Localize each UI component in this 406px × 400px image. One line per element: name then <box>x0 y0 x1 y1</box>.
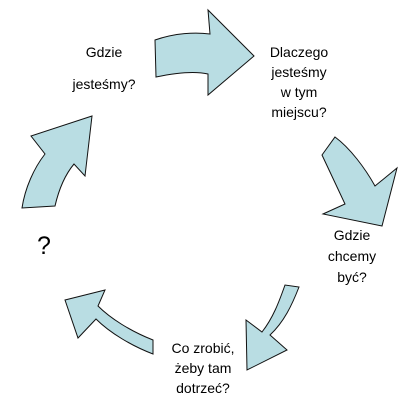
step-why-are-we-here-line-1: Dlaczego <box>270 44 329 60</box>
step-how-to-get-there-line-1: Co zrobić, <box>171 340 234 356</box>
cycle-arrow-left-top <box>21 115 93 209</box>
step-where-do-we-want-to-be-line-2: chcemy <box>328 248 376 264</box>
cycle-arrow-left-bottom <box>64 289 154 355</box>
unknown-step-question-mark: ? <box>37 232 51 260</box>
step-where-are-we: Gdzie jesteśmy? <box>71 44 135 92</box>
step-why-are-we-here-line-4: miejscu? <box>271 104 326 120</box>
step-where-are-we-line-2: jesteśmy? <box>71 76 135 92</box>
step-how-to-get-there-line-3: dotrzeć? <box>176 380 230 396</box>
cycle-arrow-top <box>154 8 255 97</box>
step-how-to-get-there-line-2: żeby tam <box>175 360 232 376</box>
step-where-do-we-want-to-be-line-3: być? <box>337 269 367 285</box>
cycle-arrow-right <box>321 136 398 227</box>
cycle-arrow-bottom <box>245 284 300 371</box>
step-why-are-we-here: Dlaczego jesteśmy w tym miejscu? <box>270 44 329 120</box>
step-how-to-get-there: Co zrobić, żeby tam dotrzeć? <box>171 340 234 396</box>
step-why-are-we-here-line-3: w tym <box>280 84 318 100</box>
step-where-are-we-line-1: Gdzie <box>86 44 123 60</box>
step-where-do-we-want-to-be-line-1: Gdzie <box>334 227 371 243</box>
step-where-do-we-want-to-be: Gdzie chcemy być? <box>328 227 376 285</box>
step-why-are-we-here-line-2: jesteśmy <box>270 64 326 80</box>
